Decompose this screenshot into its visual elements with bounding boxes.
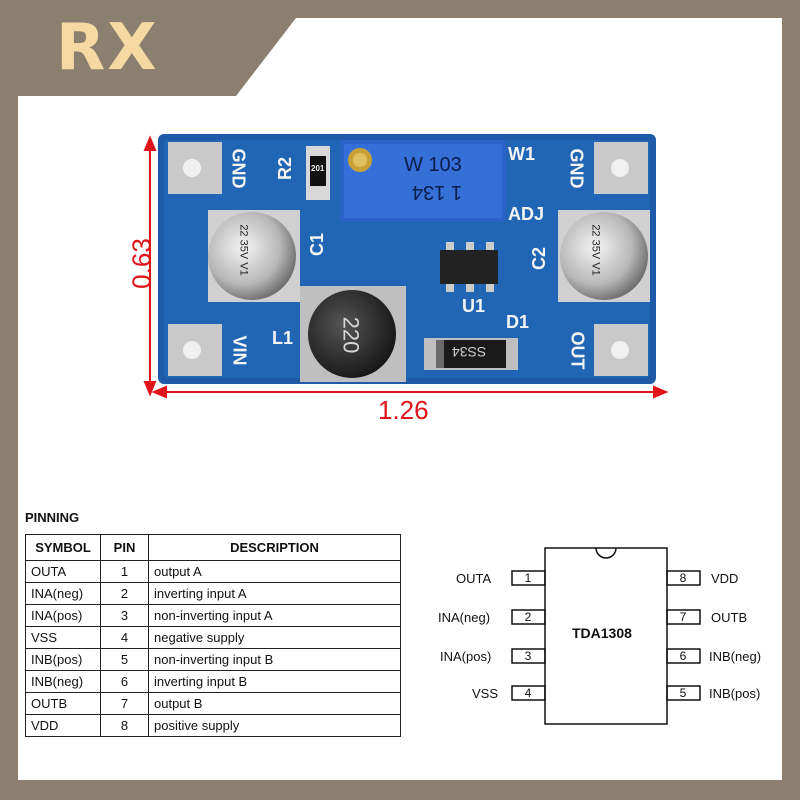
description-cell: inverting input B bbox=[148, 670, 401, 693]
chip-pin-number: 7 bbox=[679, 610, 687, 624]
description-cell: inverting input A bbox=[148, 582, 401, 605]
chip-pin-number: 2 bbox=[524, 610, 532, 624]
chip-pin-label: VSS bbox=[472, 686, 499, 701]
chip-pin-number: 4 bbox=[524, 686, 532, 700]
pin-cell: 8 bbox=[100, 714, 149, 737]
chip-name: TDA1308 bbox=[572, 625, 632, 641]
width-dimension-label: 1.26 bbox=[378, 395, 429, 425]
chip-pin-number: 1 bbox=[524, 571, 532, 585]
description-cell: positive supply bbox=[148, 714, 401, 737]
header-description: DESCRIPTION bbox=[148, 534, 401, 561]
symbol-cell: INB(neg) bbox=[25, 670, 101, 693]
chip-pin-number: 5 bbox=[679, 686, 687, 700]
chip-pin-label: OUTA bbox=[456, 571, 492, 586]
chip-pin-7 bbox=[666, 609, 701, 625]
symbol-cell: VDD bbox=[25, 714, 101, 737]
label-u1: U1 bbox=[462, 296, 486, 316]
chip-pin-2 bbox=[511, 609, 546, 625]
label-d1: D1 bbox=[506, 312, 530, 332]
chip-pin-8 bbox=[666, 570, 701, 586]
chip-pin-6 bbox=[666, 648, 701, 664]
chip-pin-label: INB(neg) bbox=[709, 649, 762, 664]
chip-pin-label: INA(neg) bbox=[438, 610, 491, 625]
label-l1: L1 bbox=[272, 328, 294, 348]
label-adj: ADJ bbox=[508, 204, 545, 224]
chip-u1 bbox=[440, 250, 498, 284]
brand-logo: RX bbox=[56, 11, 159, 85]
description-cell: non-inverting input B bbox=[148, 648, 401, 671]
chip-pin-1 bbox=[511, 570, 546, 586]
trimmer-marking-1: W 103 bbox=[404, 154, 462, 176]
pinning-title: PINNING bbox=[25, 510, 80, 525]
resistor-code: 201 bbox=[311, 164, 325, 173]
chip-pin-number: 6 bbox=[679, 649, 687, 663]
chip-pin-label: INB(pos) bbox=[709, 686, 761, 701]
chip-notch bbox=[595, 547, 617, 559]
chip-pin-5 bbox=[666, 685, 701, 701]
chip-pin-4 bbox=[511, 685, 546, 701]
label-w1: W1 bbox=[508, 144, 535, 164]
chip-pin-number: 8 bbox=[679, 571, 687, 585]
header-symbol: SYMBOL bbox=[25, 534, 101, 561]
symbol-cell: INB(pos) bbox=[25, 648, 101, 671]
chip-pin-label: OUTB bbox=[711, 610, 748, 625]
chip-body bbox=[544, 547, 668, 725]
chip-pin-3 bbox=[511, 648, 546, 664]
chip-pin-number: 3 bbox=[524, 649, 532, 663]
table-header-row: SYMBOL PIN DESCRIPTION bbox=[25, 534, 401, 561]
chip-pin-label: INA(pos) bbox=[440, 649, 492, 664]
chip-pin-label: VDD bbox=[711, 571, 739, 586]
